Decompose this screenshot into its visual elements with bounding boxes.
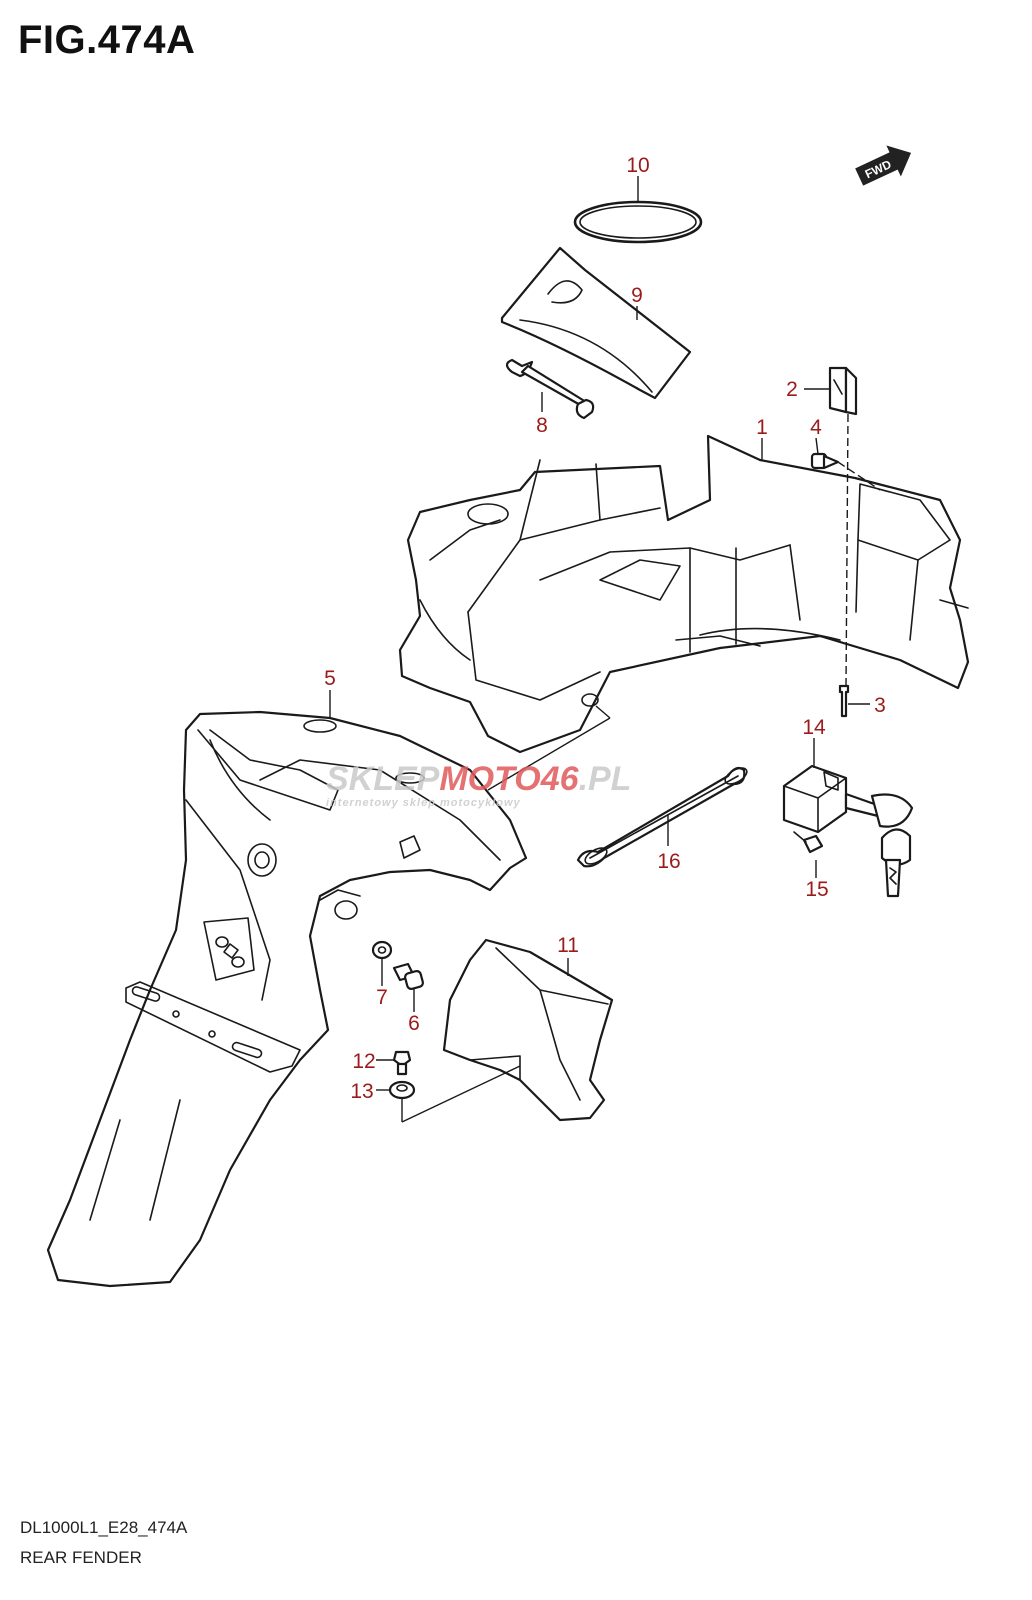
watermark-suffix: .PL [579,760,632,798]
figure-title: FIG.474A [18,18,196,62]
part-2-bracket [828,366,858,416]
figure-name: REAR FENDER [20,1548,142,1567]
part-16-helmet-cable [576,766,748,868]
callout-8: 8 [536,414,548,437]
callout-13: 13 [350,1080,373,1103]
callout-10: 10 [626,154,649,177]
fwd-arrow-icon: FWD [855,145,912,186]
part-14-seat-lock [782,764,914,898]
part-7-washer [371,940,393,960]
leader-lines [329,176,881,1123]
callout-3: 3 [874,694,886,717]
figure-code: DL1000L1_E28_474A [20,1518,188,1537]
callout-12: 12 [352,1050,375,1073]
part-15-screw [793,831,824,854]
part-1-fender-box [398,434,970,754]
callout-2: 2 [786,378,798,401]
callout-4: 4 [810,416,822,439]
svg-text:SKLEPMOTO46.PL: SKLEPMOTO46.PL [326,760,631,798]
watermark-moto: MOTO [439,760,540,798]
part-11-splash-guard [442,938,614,1122]
callout-16: 16 [657,850,680,873]
part-3-pin [838,684,850,718]
callout-11: 11 [557,934,579,957]
callout-15: 15 [805,878,828,901]
callout-1: 1 [756,416,768,439]
part-6-bolt [392,962,424,990]
part-12-bolt [392,1050,412,1076]
watermark-sklep: SKLEP [326,760,440,798]
watermark-logo: SKLEPMOTO46.PL internetowy sklep motocyk… [326,760,631,809]
callout-14: 14 [802,716,826,739]
watermark-number: 46 [540,760,580,798]
part-5-rear-fender [46,710,528,1288]
watermark-tagline: internetowy sklep motocyklowy [326,797,521,809]
callout-labels: 10 9 8 2 4 1 3 5 14 16 15 11 7 6 12 13 [324,154,886,1103]
part-8-wrench [505,358,595,420]
callout-9: 9 [631,284,643,307]
callout-6: 6 [408,1012,420,1035]
part-13-nut [388,1080,416,1100]
part-4-bolt [810,452,840,470]
callout-5: 5 [324,667,336,690]
part-10-ring [573,200,703,244]
part-9-tool-bag [500,246,692,400]
callout-7: 7 [376,986,388,1009]
